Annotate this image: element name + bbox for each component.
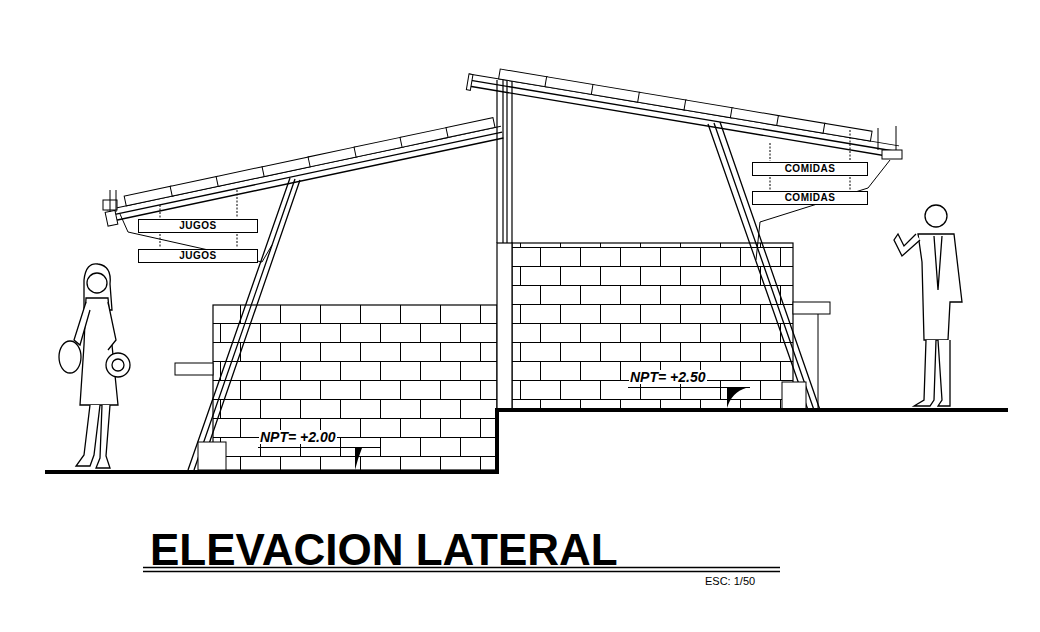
sign-chain (770, 130, 850, 190)
human-figure (894, 205, 962, 406)
ground-line (45, 410, 1008, 472)
sign-board: JUGOS (138, 249, 258, 263)
level-label: NPT= +2.00 (259, 430, 337, 444)
roof-bracket (882, 150, 902, 159)
level-marker (355, 448, 362, 470)
human-figure (59, 264, 130, 468)
central-post (497, 80, 512, 243)
column-base (198, 442, 226, 470)
sign-text: COMIDAS (785, 164, 836, 174)
sign-text: COMIDAS (785, 193, 836, 203)
level-line (258, 388, 750, 448)
bench (175, 363, 213, 375)
sign-board: COMIDAS (752, 191, 868, 205)
brick-wall (213, 305, 497, 470)
left-roof (103, 116, 505, 226)
drawing-title: ELEVACION LATERAL (150, 528, 618, 572)
roof-bracket (878, 126, 896, 150)
pilaster (497, 243, 512, 410)
scale-label: ESC: 1/50 (705, 576, 755, 587)
brick-wall (512, 243, 793, 409)
bench (793, 302, 830, 314)
column-base (782, 382, 806, 409)
level-label: NPT= +2.50 (629, 370, 707, 384)
downspout (120, 214, 272, 262)
level-marker (727, 388, 746, 408)
sign-text: JUGOS (179, 221, 217, 231)
sign-text: JUGOS (179, 251, 217, 261)
right-roof (466, 64, 900, 162)
roof-bracket (110, 190, 116, 212)
bench-leg (818, 314, 819, 408)
sign-board: JUGOS (138, 219, 258, 233)
sign-board: COMIDAS (752, 162, 868, 176)
